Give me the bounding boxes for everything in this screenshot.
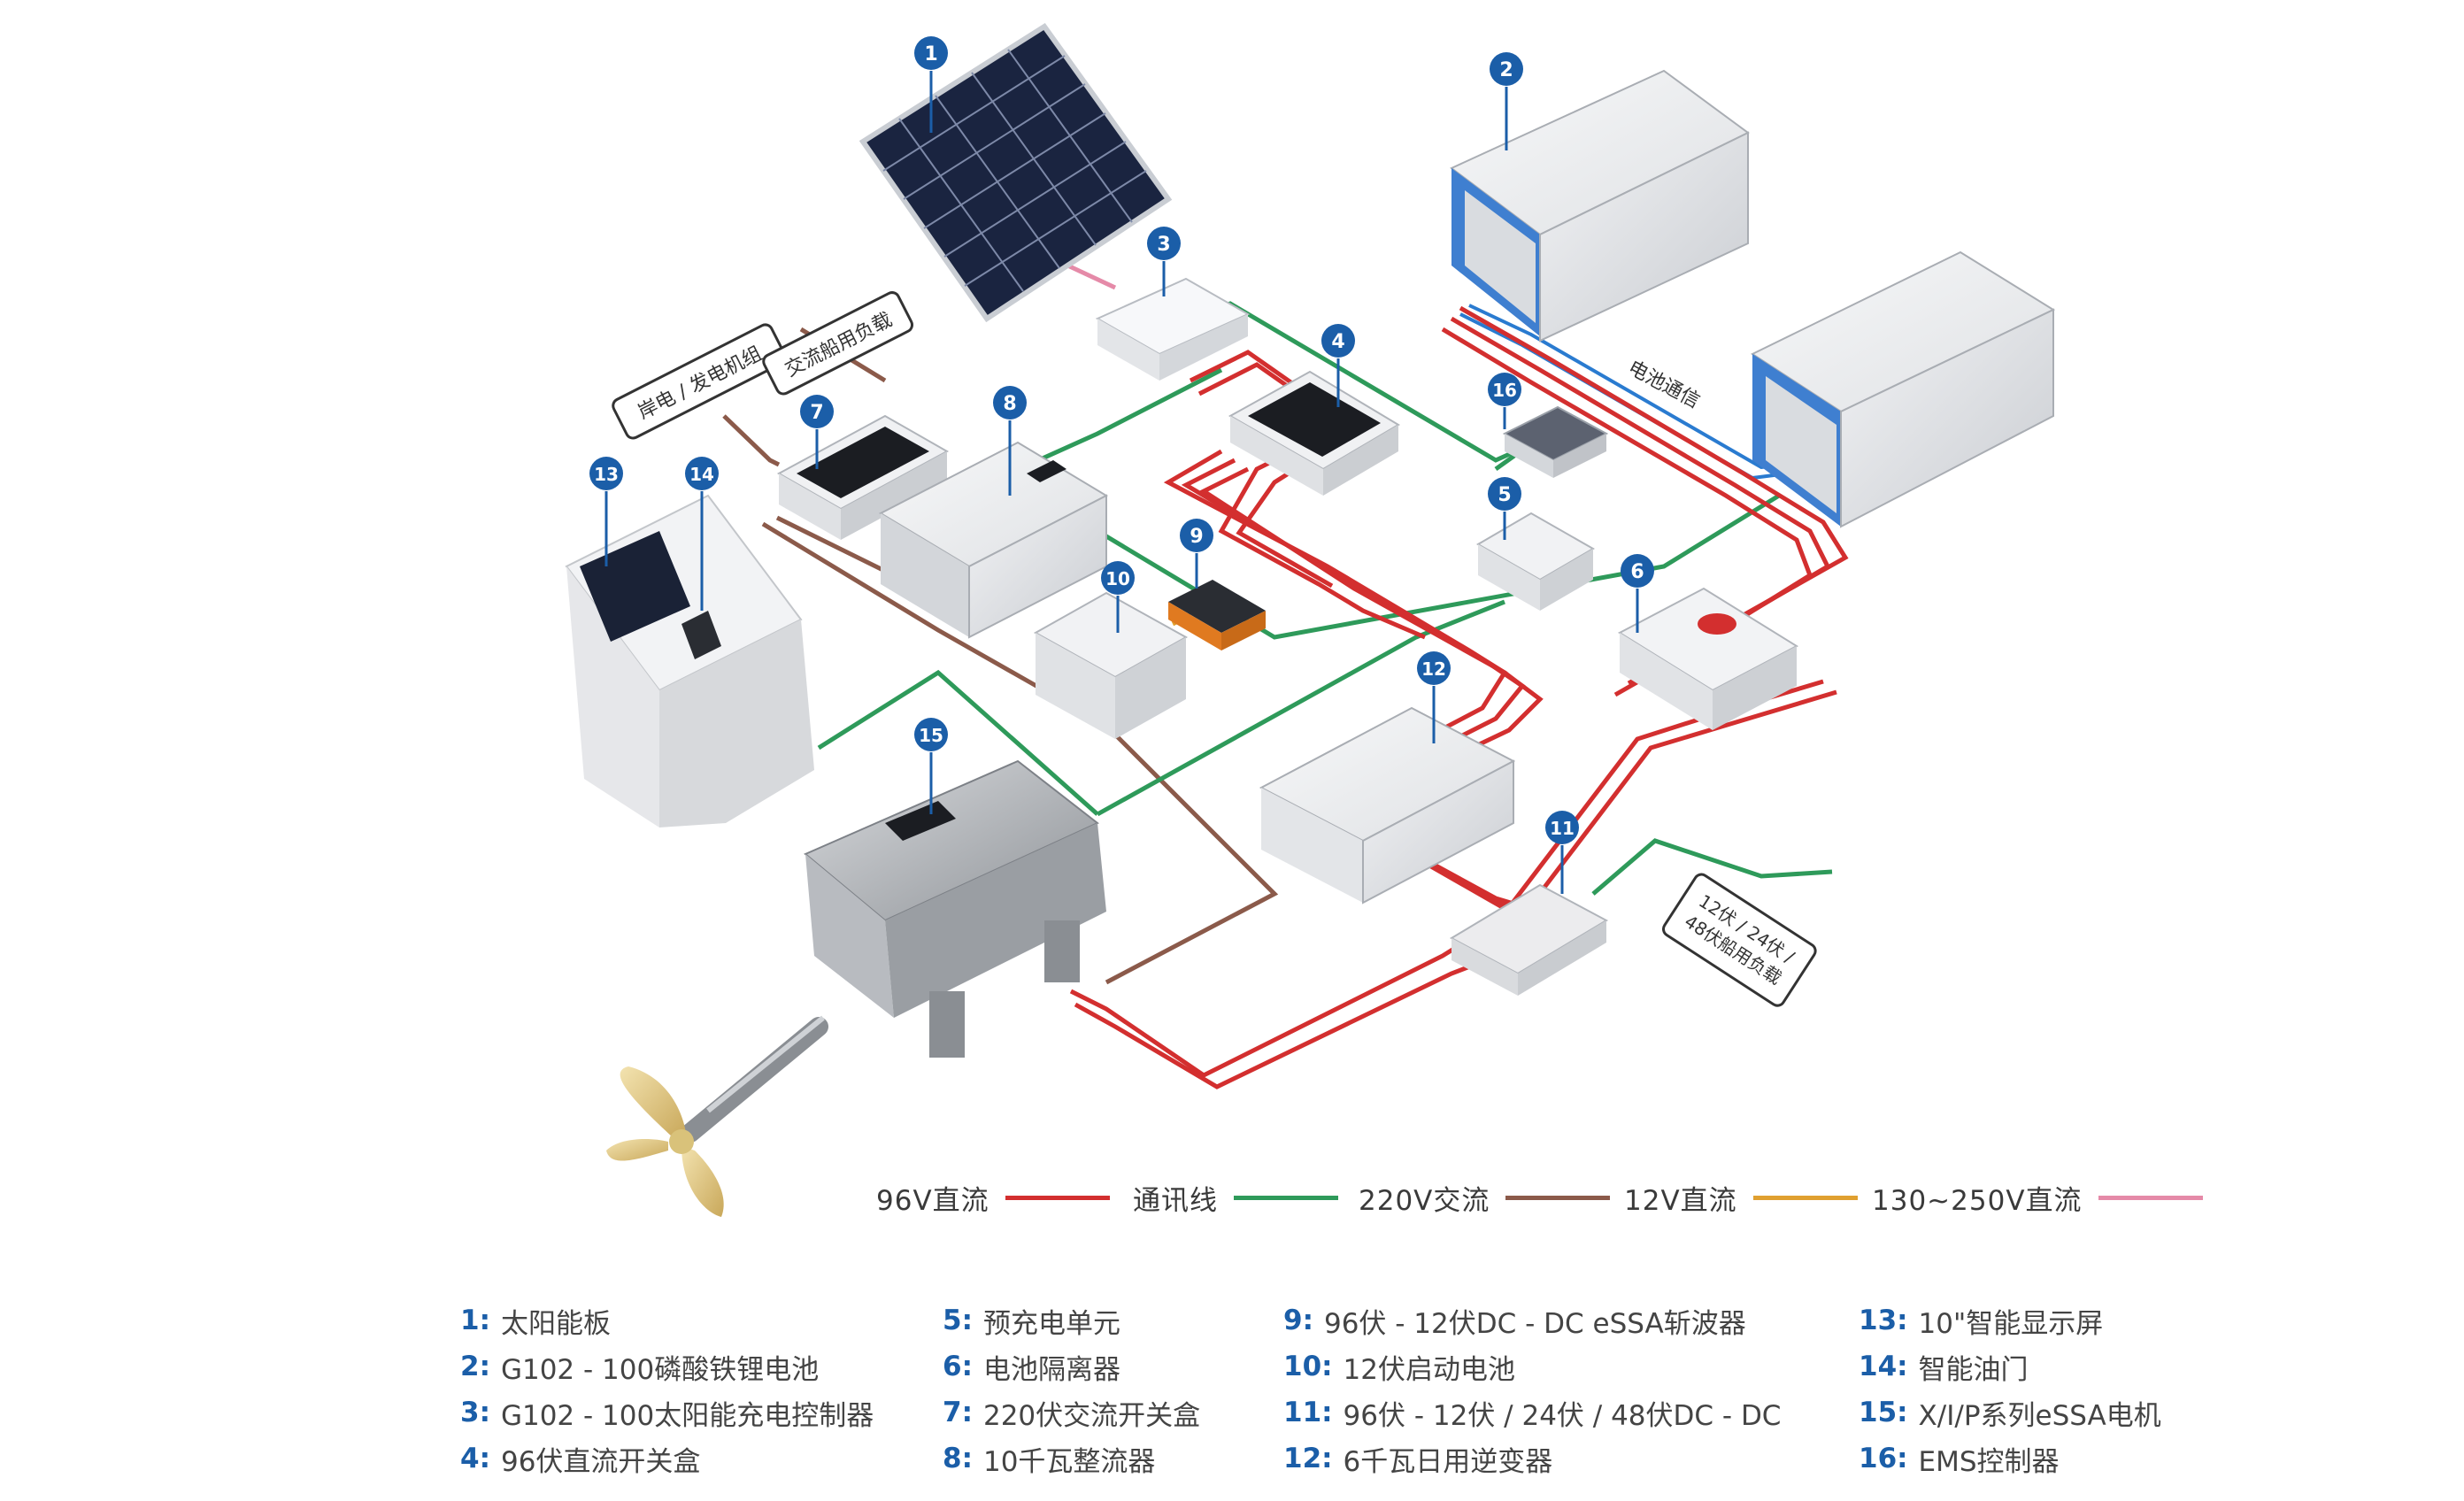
solar-panel (859, 22, 1173, 323)
legend-label: 96V直流 (876, 1184, 989, 1217)
component-badges: 1 2 3 4 5 6 7 8 9 10 11 12 13 14 15 16 (589, 36, 1654, 894)
list-item: 5:预充电单元 (943, 1305, 1120, 1340)
svg-text:10: 10 (1105, 568, 1130, 589)
legend-item-220v-ac: 220V交流 (1359, 1175, 1611, 1220)
wire-legend: 96V直流 通讯线 220V交流 12V直流 130~250V直流 (867, 1175, 2213, 1220)
starter-battery-12v (1033, 591, 1189, 739)
inverter-6kw (1259, 706, 1516, 904)
tag-ac-marine-load: 交流船用负载 (762, 291, 914, 396)
svg-text:2: 2 (1499, 59, 1513, 81)
svg-text:3: 3 (1157, 234, 1170, 256)
legend-swatch (1505, 1195, 1611, 1200)
rectifier-10kw (878, 441, 1109, 639)
list-item: 11:96伏 - 12伏 / 24伏 / 48伏DC - DC (1283, 1397, 1782, 1432)
list-item: 12:6千瓦日用逆变器 (1283, 1443, 1553, 1478)
list-item: 14:智能油门 (1859, 1351, 2029, 1386)
legend-item-250v-dc: 130~250V直流 (1872, 1175, 2203, 1220)
svg-text:14: 14 (689, 464, 714, 485)
dc-switch-box-96v (1228, 370, 1400, 496)
badge-3: 3 (1147, 227, 1181, 296)
list-item: 7:220伏交流开关盒 (943, 1397, 1201, 1432)
list-item: 8:10千瓦整流器 (943, 1443, 1156, 1478)
dc-dc-converter (1449, 883, 1609, 996)
legend-label: 通讯线 (1133, 1184, 1218, 1217)
component-list-column: 1:太阳能板 2:G102 - 100磷酸铁锂电池 3:G102 - 100太阳… (460, 1297, 874, 1482)
badge-13: 13 (589, 457, 623, 566)
ac-switch-box-220v (776, 414, 950, 540)
badge-7: 7 (800, 395, 834, 469)
badge-8: 8 (993, 386, 1027, 496)
legend-item-12v-dc: 12V直流 (1624, 1175, 1858, 1220)
legend-label: 220V交流 (1359, 1184, 1490, 1217)
list-item: 15:X/I/P系列eSSA电机 (1859, 1397, 2161, 1432)
list-item: 9:96伏 - 12伏DC - DC eSSA斩波器 (1283, 1305, 1746, 1340)
badge-15: 15 (914, 718, 948, 814)
component-list-column: 9:96伏 - 12伏DC - DC eSSA斩波器 10:12伏启动电池 11… (1283, 1297, 1781, 1482)
legend-swatch (2098, 1195, 2203, 1200)
badge-5: 5 (1488, 477, 1521, 540)
svg-text:15: 15 (919, 725, 943, 746)
lifepo4-battery-bottom (1750, 250, 2056, 528)
badge-2: 2 (1490, 52, 1523, 150)
legend-label: 130~250V直流 (1872, 1184, 2083, 1217)
component-list-column: 5:预充电单元 6:电池隔离器 7:220伏交流开关盒 8:10千瓦整流器 (943, 1297, 1200, 1482)
legend-item-comm: 通讯线 (1133, 1175, 1338, 1220)
svg-text:1: 1 (924, 43, 937, 65)
badge-16: 16 (1488, 373, 1521, 429)
legend-swatch (1005, 1195, 1110, 1200)
svg-text:6: 6 (1630, 561, 1644, 583)
svg-text:13: 13 (594, 464, 619, 485)
tag-battery-communication: 电池通信 (1624, 357, 1703, 412)
badge-12: 12 (1417, 651, 1451, 743)
list-item: 4:96伏直流开关盒 (460, 1443, 701, 1478)
propeller (606, 1066, 724, 1217)
solar-charge-controller (1095, 277, 1251, 381)
dc-dc-chopper-essa (1168, 580, 1266, 650)
badge-11: 11 (1545, 811, 1579, 894)
ems-controller (1502, 405, 1609, 478)
svg-text:7: 7 (810, 402, 823, 424)
svg-text:4: 4 (1331, 331, 1344, 353)
svg-text:8: 8 (1003, 393, 1016, 415)
list-item: 10:12伏启动电池 (1283, 1351, 1515, 1386)
svg-text:11: 11 (1550, 818, 1575, 839)
legend-label: 12V直流 (1624, 1184, 1737, 1217)
badge-10: 10 (1101, 561, 1135, 633)
lifepo4-battery-top (1450, 69, 1750, 343)
list-item: 6:电池隔离器 (943, 1351, 1120, 1386)
list-item: 13:10"智能显示屏 (1859, 1305, 2104, 1340)
badge-9: 9 (1180, 519, 1213, 589)
list-item: 3:G102 - 100太阳能充电控制器 (460, 1397, 874, 1432)
list-item: 1:太阳能板 (460, 1305, 611, 1340)
svg-text:5: 5 (1498, 484, 1511, 506)
helm-console (565, 494, 814, 827)
legend-swatch (1752, 1195, 1858, 1200)
component-list-column: 13:10"智能显示屏 14:智能油门 15:X/I/P系列eSSA电机 16:… (1859, 1297, 2161, 1482)
pre-charge-unit (1476, 512, 1595, 611)
smart-throttle-lever (681, 611, 721, 659)
badge-6: 6 (1621, 554, 1654, 633)
svg-text:16: 16 (1492, 380, 1517, 401)
list-item: 2:G102 - 100磷酸铁锂电池 (460, 1351, 820, 1386)
tag-dc-marine-load: 12伏 / 24伏 / 48伏船用负载 (1661, 873, 1817, 1007)
list-item: 16:EMS控制器 (1859, 1443, 2060, 1478)
badge-1: 1 (914, 36, 948, 133)
legend-swatch (1234, 1195, 1338, 1200)
essa-motor (681, 759, 1106, 1143)
svg-text:电池通信: 电池通信 (1624, 357, 1703, 412)
battery-isolator (1617, 587, 1799, 730)
component-list: 1:太阳能板 2:G102 - 100磷酸铁锂电池 3:G102 - 100太阳… (460, 1297, 2230, 1501)
svg-text:9: 9 (1190, 526, 1203, 548)
badge-4: 4 (1321, 324, 1355, 407)
svg-text:12: 12 (1421, 658, 1446, 680)
legend-item-96v-dc: 96V直流 (876, 1175, 1110, 1220)
badge-14: 14 (685, 457, 719, 611)
tag-shore-power-generator: 岸电 / 发电机组 (612, 323, 787, 440)
